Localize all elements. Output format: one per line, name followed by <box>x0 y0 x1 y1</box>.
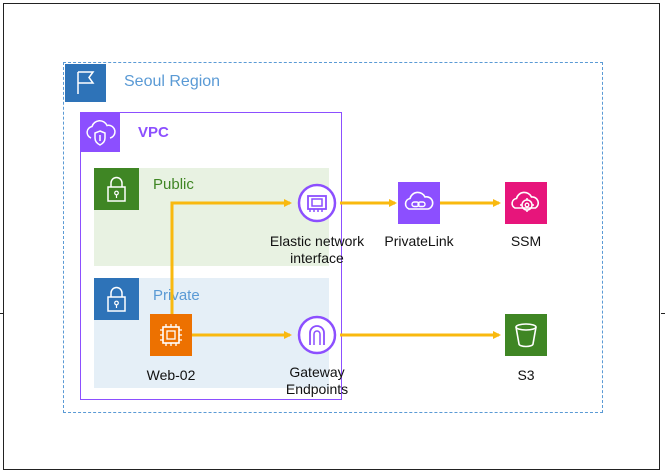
web-label: Web-02 <box>146 367 196 383</box>
gateway-label: Gateway Endpoints <box>268 364 366 398</box>
network-interface-icon <box>297 183 337 223</box>
region-boundary <box>63 62 603 413</box>
s3-bucket-icon <box>505 314 547 356</box>
region-flag-icon <box>65 64 106 102</box>
gateway-label-line1: Gateway <box>289 364 345 380</box>
gateway-label-line2: Endpoints <box>285 381 349 397</box>
ec2-instance-icon <box>150 314 192 356</box>
arrow-web-to-eni <box>170 199 292 318</box>
privatelink-icon <box>398 182 440 224</box>
vpc-label: VPC <box>138 124 169 141</box>
public-lock-icon <box>94 168 139 210</box>
diagram-frame <box>3 3 660 470</box>
private-subnet-label: Private <box>153 287 200 304</box>
private-lock-icon <box>94 278 139 320</box>
public-subnet-label: Public <box>153 176 194 193</box>
eni-label-line2: interface <box>290 250 344 266</box>
region-label: Seoul Region <box>124 73 221 90</box>
eni-label: Elastic network interface <box>256 233 378 267</box>
divider-left <box>0 313 4 314</box>
gateway-endpoint-icon <box>297 315 337 355</box>
ssm-icon <box>505 182 547 224</box>
s3-label: S3 <box>517 367 535 383</box>
ssm-label: SSM <box>510 233 542 249</box>
vpc-boundary <box>80 112 342 400</box>
vpc-cloud-icon <box>80 112 120 152</box>
privatelink-label: PrivateLink <box>384 233 454 249</box>
divider-right <box>661 313 665 314</box>
eni-label-line1: Elastic network <box>269 233 365 249</box>
